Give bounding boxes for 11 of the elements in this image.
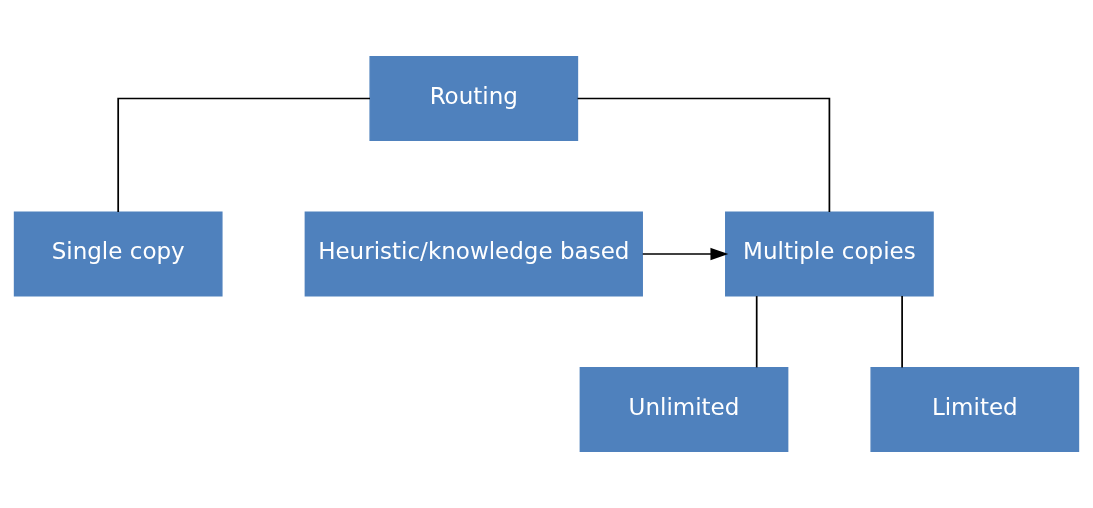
node-box: Heuristic/knowledge based: [304, 211, 643, 297]
connector: [576, 97, 831, 213]
node-box: Unlimited: [579, 367, 789, 452]
node-box: Routing: [369, 56, 579, 141]
node-box: Limited: [870, 367, 1080, 452]
arrow: [641, 247, 729, 261]
node-box: Multiple copies: [725, 211, 934, 297]
connector: [755, 295, 758, 369]
connector: [901, 295, 903, 369]
node-box: Single copy: [13, 211, 223, 297]
connector: [117, 97, 371, 213]
